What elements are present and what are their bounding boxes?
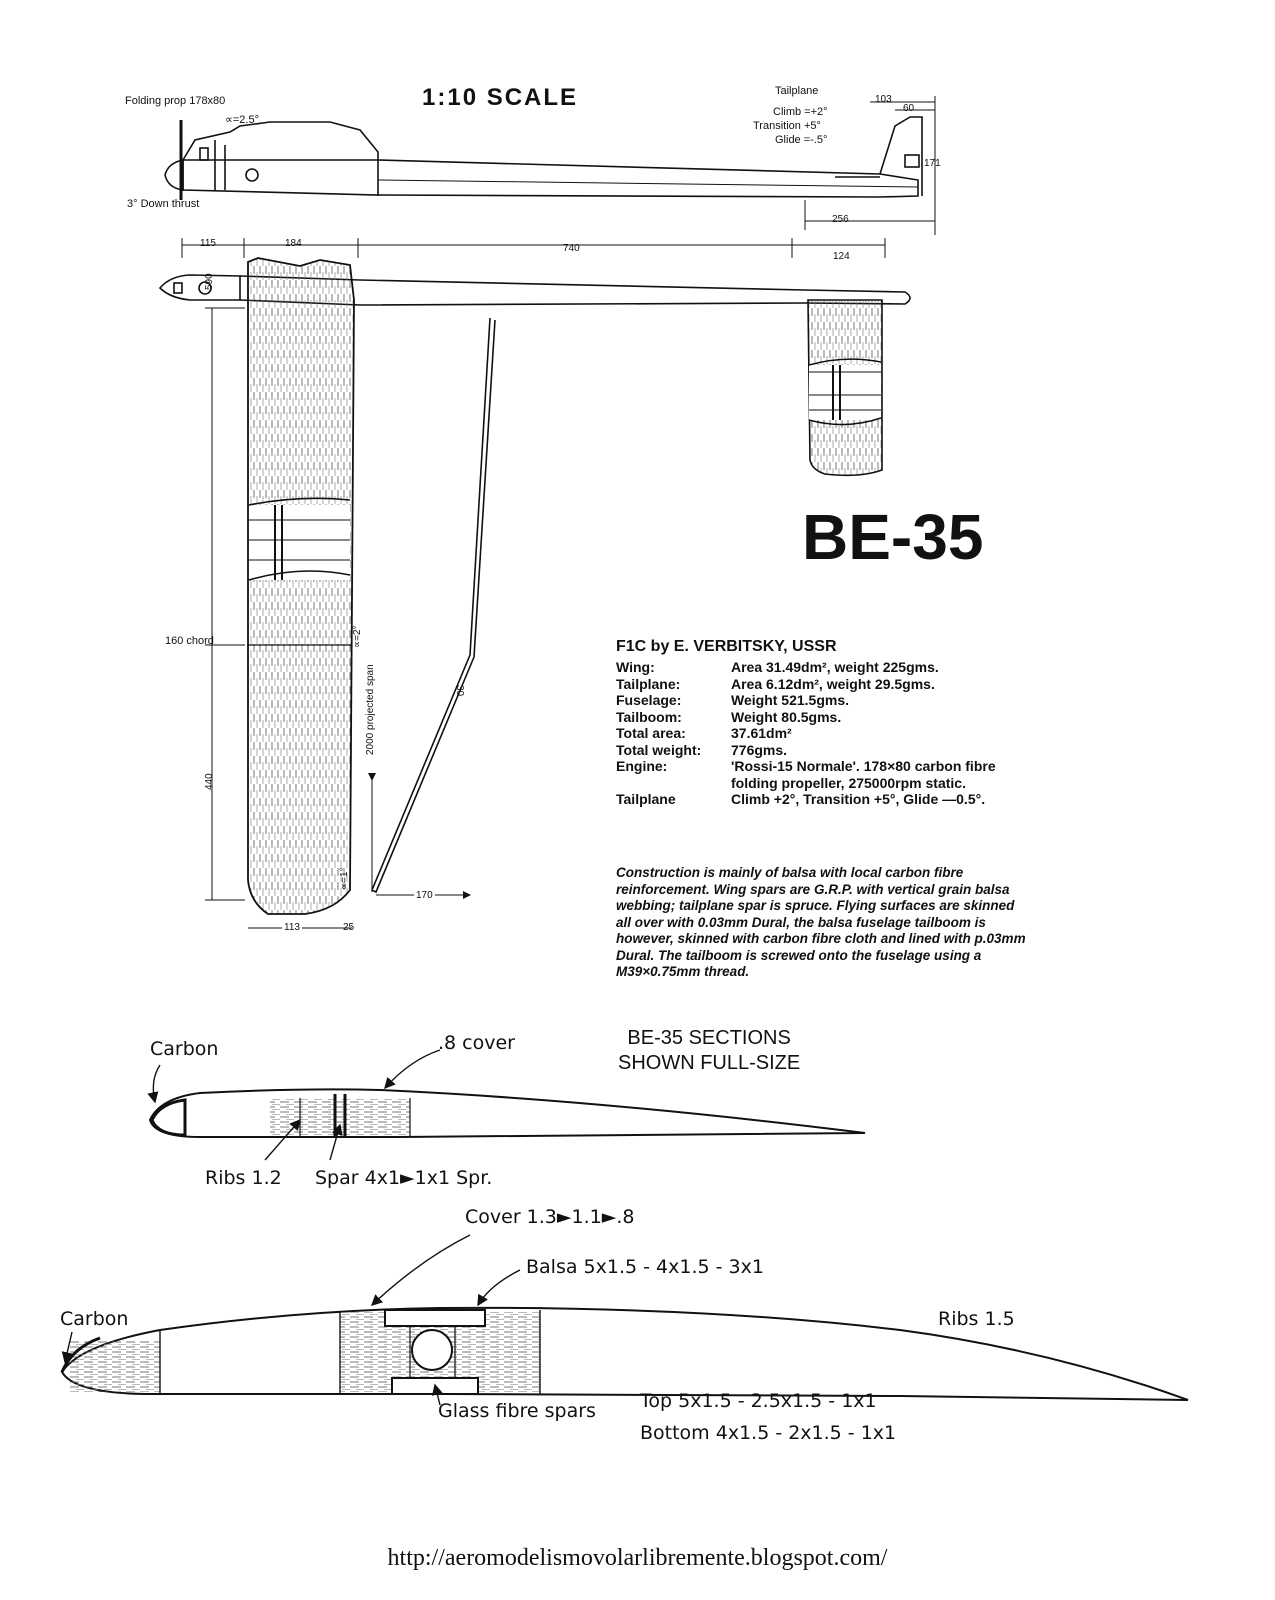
spec-row: Wing: Area 31.49dm², weight 225gms.	[616, 659, 1031, 676]
tail-carbon-label: Carbon	[150, 1038, 219, 1060]
sections-title-line1: BE-35 SECTIONS	[627, 1027, 791, 1049]
spec-value: Weight 80.5gms.	[731, 708, 842, 725]
dim-25: 25	[343, 922, 355, 933]
glide-label: Glide =-.5°	[775, 134, 828, 146]
sections-title-line2: SHOWN FULL-SIZE	[618, 1052, 801, 1074]
wing-cover-label: Cover 1.3►1.1►.8	[465, 1206, 635, 1228]
spec-key: Tailboom:	[616, 708, 682, 725]
climb-label: Climb =+2°	[773, 106, 828, 118]
dim-60: 60	[903, 103, 915, 114]
spec-row: Tailplane: Area 6.12dm², weight 29.5gms.	[616, 676, 1031, 693]
dim-115: 115	[200, 238, 216, 249]
model-name: BE-35	[802, 501, 984, 573]
tail-spar-label: Spar 4x1►1x1 Spr.	[315, 1167, 493, 1189]
spec-key: Engine:	[616, 758, 668, 774]
spec-value: Weight 521.5gms.	[731, 692, 850, 708]
footer-url: http://aeromodelismovolarlibremente.blog…	[387, 1545, 888, 1571]
spec-heading: F1C by E. VERBITSKY, USSR	[616, 638, 837, 655]
spec-value: 'Rossi-15 Normale'. 178×80 carbon fibre …	[731, 758, 996, 791]
construction-notes: Construction is mainly of balsa with loc…	[616, 865, 1026, 979]
top-spars-label: Top 5x1.5 - 2.5x1.5 - 1x1	[640, 1390, 877, 1412]
spec-row: Fuselage: Weight 521.5gms.	[616, 692, 1031, 709]
tail-section	[147, 1049, 866, 1161]
dim-170: 170	[414, 890, 435, 901]
spec-value: Climb +2°, Transition +5°, Glide —0.5°.	[731, 791, 986, 807]
plan-view	[158, 238, 911, 929]
dim-113: 113	[282, 922, 302, 933]
spec-row: Tailplane Climb +2°, Transition +5°, Glid…	[616, 791, 1031, 808]
dihedral-tip-label: ∝=1°	[339, 867, 350, 890]
chord-label: 160 chord	[165, 635, 214, 647]
bottom-spars-label: Bottom 4x1.5 - 2x1.5 - 1x1	[640, 1422, 897, 1444]
wing-incidence-label: ∝=2.5°	[225, 114, 259, 126]
wing-balsa-label: Balsa 5x1.5 - 4x1.5 - 3x1	[526, 1256, 764, 1278]
spec-value: Area 6.12dm², weight 29.5gms.	[731, 675, 935, 692]
wing-carbon-label: Carbon	[60, 1308, 129, 1330]
dim-440: 440	[204, 773, 215, 790]
prop-label: Folding prop 178x80	[125, 95, 226, 107]
dim-30: 30	[454, 685, 465, 697]
dim-590: 590	[204, 273, 215, 290]
wing-ribs-label: Ribs 1.5	[938, 1308, 1015, 1330]
spec-row: Total area: 37.61dm²	[616, 725, 1031, 742]
spec-key: Tailplane:	[616, 675, 681, 692]
dim-171: 171	[924, 158, 941, 169]
tail-ribs-label: Ribs 1.2	[205, 1167, 282, 1189]
spec-row: Engine: 'Rossi-15 Normale'. 178×80 carbon…	[616, 758, 1031, 791]
spec-key: Tailplane	[616, 791, 676, 807]
spec-key: Total area:	[616, 725, 686, 741]
dim-740: 740	[563, 243, 580, 254]
tailplane-title: Tailplane	[775, 85, 819, 97]
spec-value: 776gms.	[731, 741, 788, 758]
sections-title: BE-35 SECTIONS SHOWN FULL-SIZE	[618, 1026, 800, 1076]
dim-103: 103	[875, 94, 892, 105]
dim-184: 184	[285, 238, 302, 249]
spec-row: Total weight: 776gms.	[616, 742, 1031, 759]
wing-section	[60, 1234, 1189, 1406]
spec-table: Wing: Area 31.49dm², weight 225gms. Tailp…	[616, 659, 1031, 808]
spec-key: Fuselage:	[616, 692, 682, 708]
spec-key: Total weight:	[616, 741, 702, 758]
thrust-label: 3° Down thrust	[127, 198, 200, 210]
tail-cover-label: .8 cover	[438, 1032, 515, 1054]
transition-label: Transition +5°	[753, 120, 821, 132]
glass-fibre-label: Glass fibre spars	[438, 1400, 596, 1422]
spec-value: 37.61dm²	[731, 725, 792, 741]
dim-124: 124	[833, 251, 850, 262]
spec-row: Tailboom: Weight 80.5gms.	[616, 709, 1031, 726]
projected-span-label: 2000 projected span	[365, 664, 376, 755]
spec-key: Wing:	[616, 659, 655, 675]
side-view	[164, 96, 936, 235]
scale-title: 1:10 SCALE	[422, 84, 579, 111]
dim-256: 256	[832, 214, 849, 225]
dihedral-inner-label: ∝=2°	[352, 625, 363, 648]
spec-value: Area 31.49dm², weight 225gms.	[731, 659, 939, 675]
